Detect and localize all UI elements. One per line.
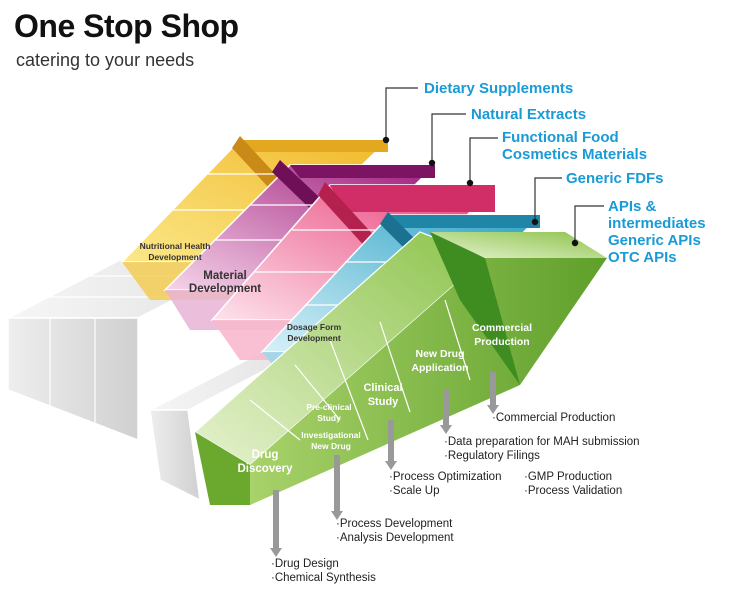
stage-new-drug-application: New Drug Application bbox=[411, 348, 469, 374]
callout-line: Natural Extracts bbox=[471, 106, 587, 123]
services-nda: ·Data preparation for MAH submission ·Re… bbox=[444, 435, 640, 463]
service-item: ·Process Optimization bbox=[389, 471, 502, 483]
service-item: ·GMP Production bbox=[524, 471, 612, 483]
service-item: ·Analysis Development bbox=[336, 532, 454, 544]
service-drop-lines bbox=[270, 372, 499, 557]
grey-block-front bbox=[149, 351, 301, 502]
services-drug-discovery: ·Drug Design ·Chemical Synthesis bbox=[271, 557, 376, 585]
stage-investigational-new-drug: Investigational New Drug bbox=[301, 430, 361, 451]
callout-dots bbox=[382, 136, 579, 247]
stage-drug-discovery: Drug Discovery bbox=[237, 449, 293, 475]
callout-line: APIs & intermediates bbox=[608, 198, 706, 232]
callout-line: OTC APIs bbox=[608, 249, 677, 266]
callout-generic-fdfs: Generic FDFs bbox=[566, 170, 664, 187]
service-item: ·Process Validation bbox=[524, 485, 623, 497]
callout-dietary-supplements: Dietary Supplements bbox=[424, 80, 573, 97]
stage-commercial-production: Commercial Production bbox=[471, 322, 533, 348]
callout-line: Dietary Supplements bbox=[424, 80, 574, 97]
services-gmp: ·GMP Production ·Process Validation bbox=[524, 470, 622, 498]
service-item: ·Chemical Synthesis bbox=[271, 572, 376, 584]
callout-line: Functional Food bbox=[502, 129, 619, 146]
callout-natural-extracts: Natural Extracts bbox=[471, 106, 586, 123]
page-subtitle: catering to your needs bbox=[16, 50, 195, 70]
service-item: ·Scale Up bbox=[389, 485, 440, 497]
service-item: ·Commercial Production bbox=[492, 412, 616, 424]
label-material-development: Material Development bbox=[188, 270, 262, 295]
callout-apis: APIs & intermediates Generic APIs OTC AP… bbox=[608, 198, 750, 266]
callout-line: Generic FDFs bbox=[566, 170, 664, 187]
service-item: ·Data preparation for MAH submission bbox=[444, 436, 640, 448]
callout-functional-food: Functional Food Cosmetics Materials bbox=[502, 129, 647, 163]
service-item: ·Regulatory Filings bbox=[444, 450, 540, 462]
stage-preclinical-study: Pre-clinical Study bbox=[306, 402, 352, 423]
page-title: One Stop Shop bbox=[14, 8, 239, 44]
callout-leaders bbox=[385, 87, 604, 243]
services-commercial-production: ·Commercial Production bbox=[492, 411, 615, 425]
label-dosage-form-development: Dosage Form Development bbox=[286, 322, 342, 343]
services-ind: ·Process Development ·Analysis Developme… bbox=[336, 517, 454, 545]
service-item: ·Process Development bbox=[336, 518, 453, 530]
callout-line: Cosmetics Materials bbox=[502, 146, 648, 163]
services-clinical: ·Process Optimization ·Scale Up bbox=[389, 470, 501, 498]
label-nutritional-health-development: Nutritional Health Development bbox=[139, 241, 211, 262]
stage-clinical-study: Clinical Study bbox=[363, 382, 403, 408]
service-item: ·Drug Design bbox=[271, 558, 339, 570]
green-arrow bbox=[193, 231, 607, 505]
callout-line: Generic APIs bbox=[608, 232, 701, 249]
